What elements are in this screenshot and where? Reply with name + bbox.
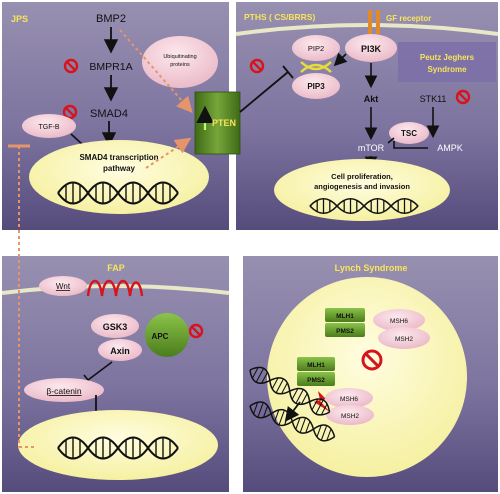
beta-catenin-label: β-catenin (46, 386, 81, 396)
beta-catenin-node (24, 378, 104, 402)
tsc-label: TSC (401, 129, 417, 138)
peutz-jeghers-box (398, 42, 496, 82)
msh2-bottom-label: MSH2 (341, 413, 359, 420)
msh6-bottom-node (325, 388, 373, 408)
pms2-top-node (325, 323, 365, 337)
jps-panel: JPS BMP2 BMPR1A SMAD4 TGF-B Ubiquitinati… (2, 2, 229, 230)
pten-inhibit-bar (282, 65, 294, 79)
pathway-label-line2: pathway (103, 164, 136, 173)
pip2-label: PIP2 (308, 44, 324, 53)
pathway-label-line1: SMAD4 transcription (79, 153, 158, 162)
fap-title: FAP (107, 263, 125, 273)
jps-title: JPS (11, 14, 28, 24)
mtor-label: mTOR (358, 143, 385, 153)
fap-panel: FAP Wnt GSK3 Axin APC β-catenin (1, 256, 230, 492)
pms2-top-label: PMS2 (336, 328, 354, 335)
pths-outcome-oval (274, 159, 450, 221)
ampk-label: AMPK (437, 143, 463, 153)
pten-label: PTEN (212, 118, 236, 128)
ubiquitinating-proteins-node (142, 36, 218, 88)
pj-label-line2: Syndrome (427, 65, 467, 74)
pms2-bottom-label: PMS2 (307, 377, 325, 384)
tgfb-dashed-link (8, 144, 34, 448)
pip3-node (292, 73, 340, 99)
pms2-bottom-node (297, 372, 335, 386)
smad4-pathway-oval (29, 140, 209, 214)
gsk3-label: GSK3 (103, 322, 128, 332)
msh2-top-label: MSH2 (395, 336, 413, 343)
pths-title: PTHS ( CS/BRRS) (244, 12, 315, 22)
pten-center: PTEN (119, 29, 294, 169)
pip2-node (292, 35, 340, 61)
wnt-label: Wnt (56, 282, 71, 291)
msh2-bottom-node (326, 405, 374, 425)
bmpr1a-label: BMPR1A (89, 61, 132, 73)
wnt-node (39, 276, 87, 296)
smad4-pathway-to-pten-dashed-arrow (145, 137, 192, 169)
pip-conversion-cycle-arc-1 (300, 61, 332, 71)
mlh1-top-node (325, 308, 365, 322)
mlh1-top-label: MLH1 (336, 313, 354, 320)
axin-label: Axin (110, 346, 130, 356)
apc-label: APC (152, 332, 169, 341)
repair-arrow-icon (284, 401, 301, 422)
dna-damage-lightning-icon (314, 391, 330, 412)
tgfb-label: TGF-B (39, 124, 60, 131)
gsk3-node (91, 314, 139, 338)
pi3k-label: PI3K (361, 44, 382, 54)
lynch-panel: Lynch Syndrome MLH1 PMS2 MSH6 MSH2 MLH1 … (243, 256, 498, 492)
pi3k-node (345, 34, 397, 62)
axin-node (98, 339, 142, 361)
pths-cell-membrane (235, 23, 499, 36)
pj-label-line1: Peutz Jeghers (420, 53, 475, 62)
gf-receptor-label: GF receptor (386, 14, 431, 23)
lynch-title: Lynch Syndrome (335, 263, 408, 273)
msh2-top-node (378, 327, 430, 349)
stk11-label: STK11 (420, 94, 447, 104)
gf-receptor-right-bar (376, 10, 380, 34)
tgfb-node (22, 114, 76, 138)
msh6-top-label: MSH6 (390, 318, 408, 325)
frizzled-receptor-coil (86, 279, 144, 297)
pip3-label: PIP3 (307, 82, 325, 91)
mlh1-bottom-label: MLH1 (307, 362, 325, 369)
outcome-label-line2: angiogenesis and invasion (314, 182, 410, 191)
smad4-label: SMAD4 (90, 108, 128, 120)
lynch-prohibit-icon (361, 349, 383, 371)
mlh1-bottom-node (297, 357, 335, 371)
ub-label-line1: Ubiquitinating (163, 54, 196, 60)
pths-panel: PTHS ( CS/BRRS) GF receptor PIP2 PIP3 PI… (235, 2, 499, 230)
tsc-node (389, 122, 429, 144)
gf-receptor-left-bar (368, 10, 372, 34)
fap-nucleus-oval (18, 410, 218, 480)
ampk-to-tsc-connector (393, 141, 428, 149)
ub-label-line2: proteins (170, 62, 190, 68)
pten-inhibits-pip3-line (239, 71, 289, 113)
tsc-inhibits-mtor (387, 137, 395, 144)
msh6-top-node (373, 309, 425, 331)
msh6-bottom-label: MSH6 (340, 396, 358, 403)
pi3k-to-pip-arrow (333, 52, 348, 67)
pip-conversion-cycle-arc-2 (300, 63, 332, 73)
outcome-label-line1: Cell proliferation, (331, 172, 393, 181)
akt-label: Akt (364, 94, 379, 104)
bmp2-label: BMP2 (96, 13, 126, 25)
apc-node (145, 313, 189, 357)
axin-inhibits-catenin-line (87, 361, 113, 381)
